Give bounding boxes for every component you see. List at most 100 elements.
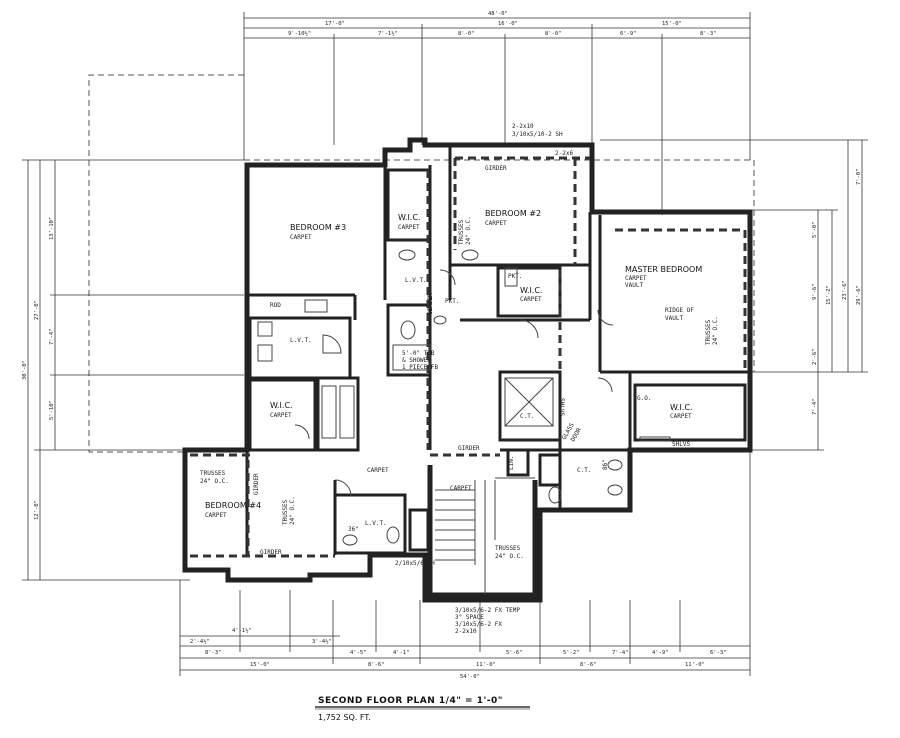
floor-finish: CARPET [670, 413, 692, 420]
shelves-label: SHLVS [558, 398, 565, 416]
girder-label: GIRDER [260, 549, 282, 556]
dim-left: 12'-0" [34, 500, 40, 520]
dim-left: 30'-0" [22, 360, 28, 380]
header-label: 2-2x6 [555, 150, 573, 157]
dim-left: 7'-4" [49, 328, 55, 345]
dim-bottom-c: 8'-3" [205, 650, 222, 656]
dim-right: 29'-6" [856, 285, 862, 305]
dim-bottom-b: 6'-3" [710, 650, 727, 656]
dim-bottom-total: 54'-0" [460, 674, 480, 680]
dim-right: 23'-6" [842, 280, 848, 300]
dim-right: 5'-0" [812, 221, 818, 238]
dim-bottom-b: 7'-4" [612, 650, 629, 656]
girder-label: GIRDER [427, 293, 434, 315]
first-floor-outline [88, 74, 244, 453]
trusses-spacing: 24" O.C. [289, 496, 296, 525]
room-labels: BEDROOM #3 CARPET BEDROOM #2 CARPET MAST… [205, 209, 702, 527]
trusses-label: TRUSSES [705, 319, 712, 345]
dim-top-b: 8'-3" [700, 31, 717, 37]
dim-top-b: 8'-0" [458, 31, 475, 37]
floor-finish: CARPET [520, 296, 542, 303]
fiberglass-label: 1 PIECE FB [402, 364, 439, 371]
right-dimensions: 7'-0" 29'-6" 23'-6" 15'-2" 9'-6" 5'-0" 2… [600, 139, 868, 451]
dim-top-b: 8'-0" [545, 31, 562, 37]
room-label-wic: W.I.C. [270, 401, 293, 410]
header-label: 3/10x5/10-2 SH [512, 131, 563, 138]
trusses-label: TRUSSES [282, 499, 289, 525]
linen-label: LIN. [508, 456, 515, 470]
shelves-label: SHLVS [672, 441, 690, 448]
girders [190, 156, 747, 558]
dim-left: 13'-10" [49, 217, 55, 240]
trusses-label: TRUSSES [200, 470, 226, 477]
dim-note: 86" [602, 459, 609, 470]
trusses-spacing: 24" O.C. [200, 478, 229, 485]
dim-bottom-c: 3'-4½" [312, 638, 332, 645]
trusses-spacing: 24" O.C. [465, 216, 472, 245]
room-label-wic: W.I.C. [520, 286, 543, 295]
pocket-label: PKT. [445, 298, 459, 305]
rod-label: ROD [270, 302, 281, 309]
skylight [504, 377, 554, 427]
dim-bottom-a: 8'-6" [580, 662, 597, 668]
floor-finish: CARPET [290, 234, 312, 241]
dim-top-b: 7'-1½" [378, 30, 398, 37]
trusses-spacing: 24" O.C. [712, 316, 719, 345]
dim-left: 5'-10" [49, 400, 55, 420]
tub-label: 5'-0" TUB [402, 350, 435, 357]
floor-finish: CARPET [398, 224, 420, 231]
dim-top-b: 6'-9" [620, 31, 637, 37]
left-dimensions: 30'-0" 27'-0" 13'-10" 7'-4" 5'-10" 12'-0… [22, 159, 244, 581]
top-dimensions: 48'-0" 17'-0" 16'-0" 15'-0" 9'-10½" 7'-1… [243, 11, 751, 215]
dim-note: 36" [348, 526, 359, 533]
doors [294, 269, 614, 497]
dim-bottom-b: 4'-9" [652, 650, 669, 656]
dim-top-total: 48'-0" [488, 11, 508, 17]
dim-right: 9'-6" [812, 283, 818, 300]
dim-right: 15'-2" [826, 285, 832, 305]
title-block: SECOND FLOOR PLAN 1/4" = 1'-0" 1,752 SQ.… [315, 696, 530, 722]
go-label: G.O. [637, 395, 651, 402]
dim-top-a: 15'-0" [662, 21, 682, 27]
room-label-bedroom3: BEDROOM #3 [290, 223, 346, 232]
room-label-bedroom2: BEDROOM #2 [485, 209, 541, 218]
exterior-wall [182, 137, 753, 603]
dim-bottom-a: 11'-0" [685, 662, 705, 668]
room-label-wic: W.I.C. [398, 213, 421, 222]
dim-bottom-a: 11'-0" [476, 662, 496, 668]
floor-finish: CARPET [205, 512, 227, 519]
floor-finish-vault: VAULT [625, 282, 643, 289]
stairs [435, 477, 535, 595]
header-label: 3" SPACE [455, 614, 484, 621]
header-label: 2-2x10 [455, 628, 477, 635]
ridge-label: RIDGE OF [665, 307, 694, 314]
header-label: 2-2x10 [512, 123, 534, 130]
header-label: 2/10x5/6 SH [395, 560, 435, 567]
dim-bottom-c: 2'-4½" [190, 638, 210, 645]
dim-bottom-b: 4'-1" [393, 650, 410, 656]
dim-bottom-a: 15'-0" [250, 662, 270, 668]
floor-finish: CARPET [485, 220, 507, 227]
floor-finish-lvt: L.V.T. [365, 520, 387, 527]
room-label-bedroom4: BEDROOM #4 [205, 501, 261, 510]
dim-left: 27'-0" [34, 300, 40, 320]
floor-finish-ct: C.T. [577, 467, 591, 474]
dim-bottom-c: 4'-1½" [232, 627, 252, 634]
floor-finish: CARPET [270, 412, 292, 419]
bottom-dimensions: 54'-0" 15'-0" 8'-6" 11'-0" 8'-6" 11'-0" … [179, 450, 751, 680]
pocket-label: PKT. [508, 273, 522, 280]
room-label-wic: W.I.C. [670, 403, 693, 412]
dim-bottom-b: 5'-2" [563, 650, 580, 656]
header-label: 3/10x5/6-2 FX TEMP [455, 607, 520, 614]
floor-finish-hall: CARPET [367, 467, 389, 474]
dim-top-b: 9'-10½" [288, 30, 311, 37]
trusses-spacing: 24" O.C. [495, 553, 524, 560]
header-label: 3/10x5/6-2 FX [455, 621, 502, 628]
stair-opening-wall [427, 465, 538, 598]
dim-bottom-b: 5'-6" [506, 650, 523, 656]
floor-finish: CARPET [625, 275, 647, 282]
girder-label: GIRDER [485, 165, 507, 172]
floor-finish-ct: C.T. [520, 413, 534, 420]
dim-bottom-b: 4'-5" [350, 650, 367, 656]
